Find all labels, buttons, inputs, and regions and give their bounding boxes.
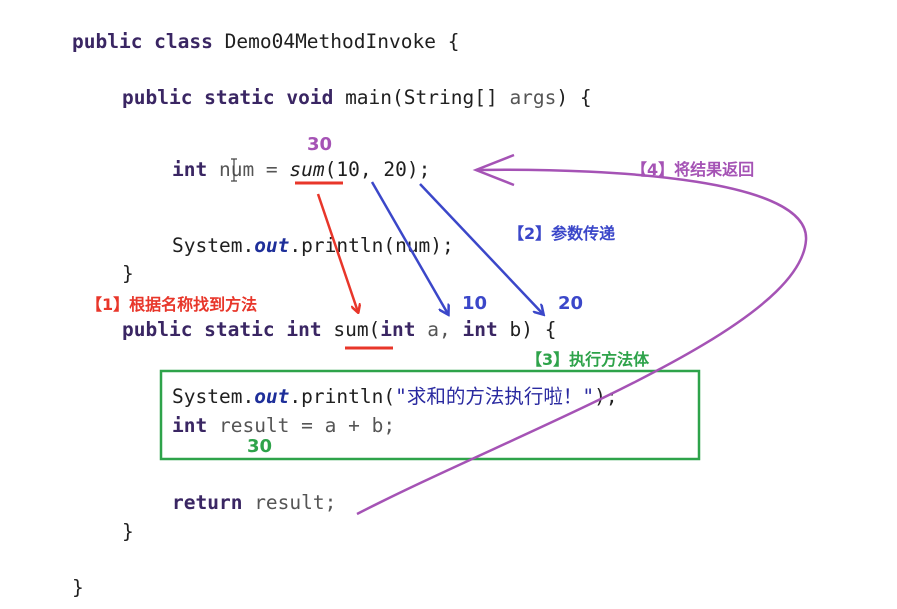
brace: }	[122, 520, 134, 543]
arrow-return-head	[472, 153, 515, 187]
code-line-print-num: System.out.println(num);	[172, 234, 454, 258]
keyword: public class	[72, 30, 213, 53]
value-10-param: 10	[462, 293, 488, 314]
code-text: .println(num);	[289, 234, 454, 257]
code-line-return: return result;	[172, 491, 336, 515]
static-field-out: out	[254, 234, 290, 257]
code-line-print-string: System.out.println("求和的方法执行啦！");	[172, 385, 618, 409]
code-text: sum(	[321, 318, 381, 341]
code-text: System.	[172, 234, 255, 257]
code-text: System.	[172, 385, 255, 408]
code-text: a,	[415, 318, 463, 341]
keyword: public static int	[122, 318, 322, 341]
value-30-return: 30	[307, 134, 333, 155]
code-text: num =	[207, 158, 290, 181]
keyword: int	[172, 414, 208, 437]
static-field-out: out	[254, 385, 290, 408]
code-line-result: int result = a + b;	[172, 414, 395, 438]
label-step-4: 【4】将结果返回	[631, 160, 755, 179]
keyword: public static void	[122, 86, 334, 109]
keyword: int	[462, 318, 498, 341]
code-text: ) {	[556, 86, 592, 109]
code-line-main-close: }	[122, 262, 134, 286]
code-text: (10, 20);	[324, 158, 431, 181]
keyword: return	[172, 491, 243, 514]
code-line-sum-decl: public static int sum(int a, int b) {	[122, 318, 556, 342]
code-text: main(String[]	[333, 86, 510, 109]
code-text: b) {	[497, 318, 557, 341]
code-line-class-decl: public class Demo04MethodInvoke {	[72, 30, 459, 54]
value-30-result: 30	[247, 436, 273, 457]
brace: }	[122, 262, 134, 285]
label-step-1: 【1】根据名称找到方法	[86, 295, 258, 314]
keyword: int	[380, 318, 416, 341]
code-text: Demo04MethodInvoke {	[212, 30, 460, 53]
code-line-sum-close: }	[122, 520, 134, 544]
label-step-3: 【3】执行方法体	[526, 350, 650, 369]
brace: }	[72, 576, 84, 599]
method-call-sum: sum	[289, 158, 325, 181]
code-text: .println(	[289, 385, 396, 408]
code-text: );	[594, 385, 618, 408]
code-line-class-close: }	[72, 576, 84, 600]
string-literal: "求和的方法执行啦！"	[395, 385, 595, 408]
code-line-main-decl: public static void main(String[] args) {	[122, 86, 592, 110]
label-step-2: 【2】参数传递	[508, 224, 616, 243]
code-line-invoke: int num = sum(10, 20);	[172, 158, 430, 182]
value-20-param: 20	[558, 293, 584, 314]
code-text: result = a + b;	[207, 414, 396, 437]
keyword: int	[172, 158, 208, 181]
code-text: result;	[242, 491, 337, 514]
parameter-name: args	[509, 86, 557, 109]
